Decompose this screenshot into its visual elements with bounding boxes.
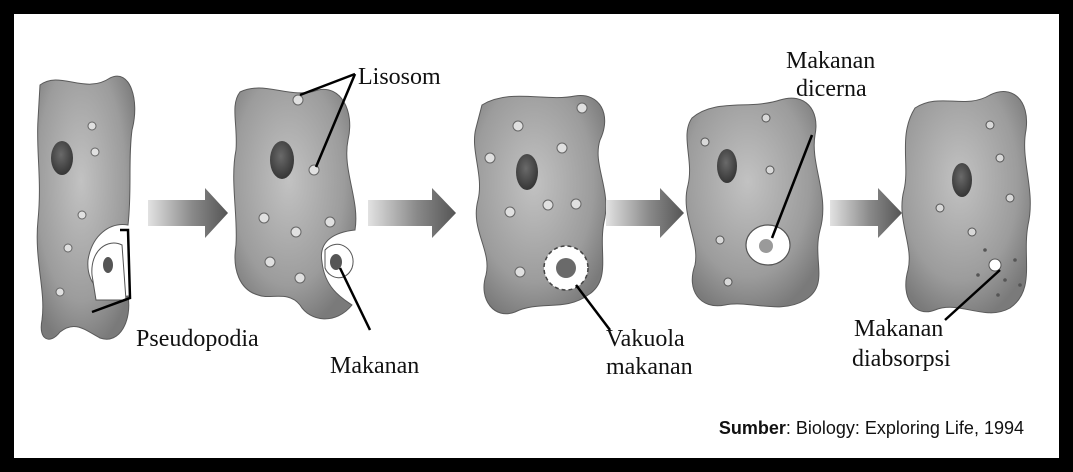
- label-makanan: Makanan: [330, 353, 419, 379]
- amoeba-stage-1: [37, 76, 135, 339]
- source-text: : Biology: Exploring Life, 1994: [786, 418, 1024, 438]
- process-arrow-3: [606, 188, 684, 238]
- amoeba-stage-5: [902, 92, 1030, 320]
- process-arrow-1: [148, 188, 228, 238]
- nucleus: [516, 154, 538, 190]
- label-vakuola-line1: Vakuola: [606, 326, 685, 352]
- label-dicerna-line2: dicerna: [796, 76, 867, 102]
- amoeba-stage-2: [234, 74, 370, 330]
- amoeba-stage-4: [686, 98, 823, 307]
- food-particle: [330, 254, 342, 270]
- label-diabsorpsi-line1: Makanan: [854, 316, 943, 342]
- label-vakuola-line2: makanan: [606, 354, 693, 380]
- label-dicerna-line1: Makanan: [786, 48, 875, 74]
- source-citation: Sumber: Biology: Exploring Life, 1994: [719, 418, 1024, 438]
- source-prefix: Sumber: [719, 418, 786, 438]
- nucleus: [717, 149, 737, 183]
- nucleus: [270, 141, 294, 179]
- nucleus: [952, 163, 972, 197]
- label-lisosom: Lisosom: [358, 64, 441, 90]
- amoeba-stage-3: [474, 96, 610, 330]
- process-arrow-2: [368, 188, 456, 238]
- process-arrow-4: [830, 188, 902, 238]
- nucleus: [51, 141, 73, 175]
- label-diabsorpsi-line2: diabsorpsi: [852, 346, 951, 372]
- food-particle: [103, 257, 113, 273]
- label-pseudopodia: Pseudopodia: [136, 326, 259, 352]
